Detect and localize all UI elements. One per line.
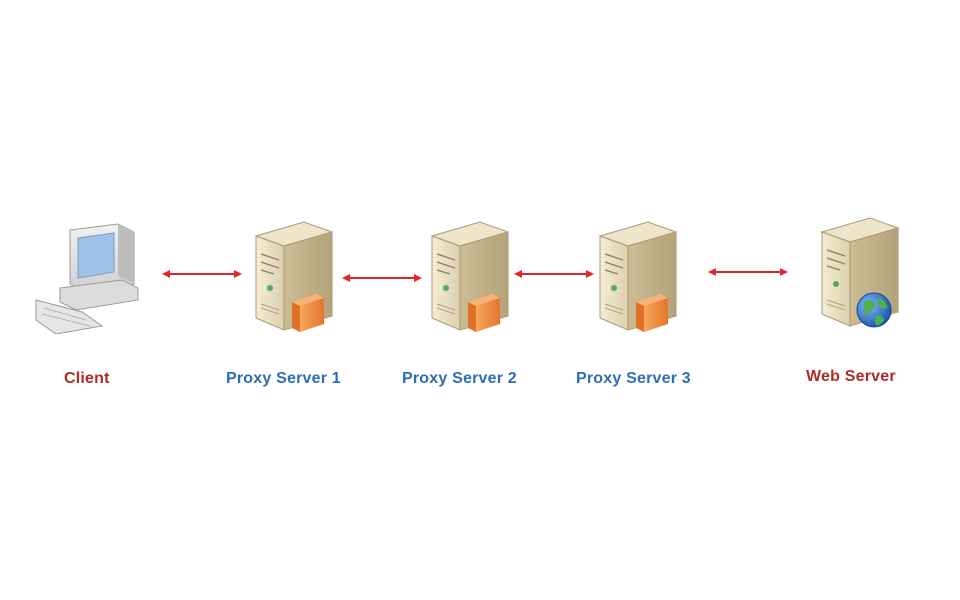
web-server-label: Web Server <box>806 368 896 386</box>
proxy-server-1-node <box>246 218 346 338</box>
proxy-server-2-label: Proxy Server 2 <box>402 370 517 388</box>
arrow-proxy2-proxy3 <box>512 264 596 284</box>
proxy-server-3-node <box>590 218 690 338</box>
arrow-proxy3-web <box>706 262 790 282</box>
web-server-globe-icon <box>812 214 912 338</box>
arrow-client-proxy1 <box>160 264 244 284</box>
proxy-server-icon <box>246 218 346 338</box>
client-label: Client <box>64 370 110 388</box>
proxy-server-icon <box>590 218 690 338</box>
proxy-server-2-node <box>422 218 522 338</box>
proxy-server-3-label: Proxy Server 3 <box>576 370 691 388</box>
arrow-proxy1-proxy2 <box>340 268 424 288</box>
web-server-node <box>812 214 912 338</box>
client-node <box>30 222 150 334</box>
desktop-computer-icon <box>30 222 150 334</box>
proxy-server-1-label: Proxy Server 1 <box>226 370 341 388</box>
proxy-server-icon <box>422 218 522 338</box>
